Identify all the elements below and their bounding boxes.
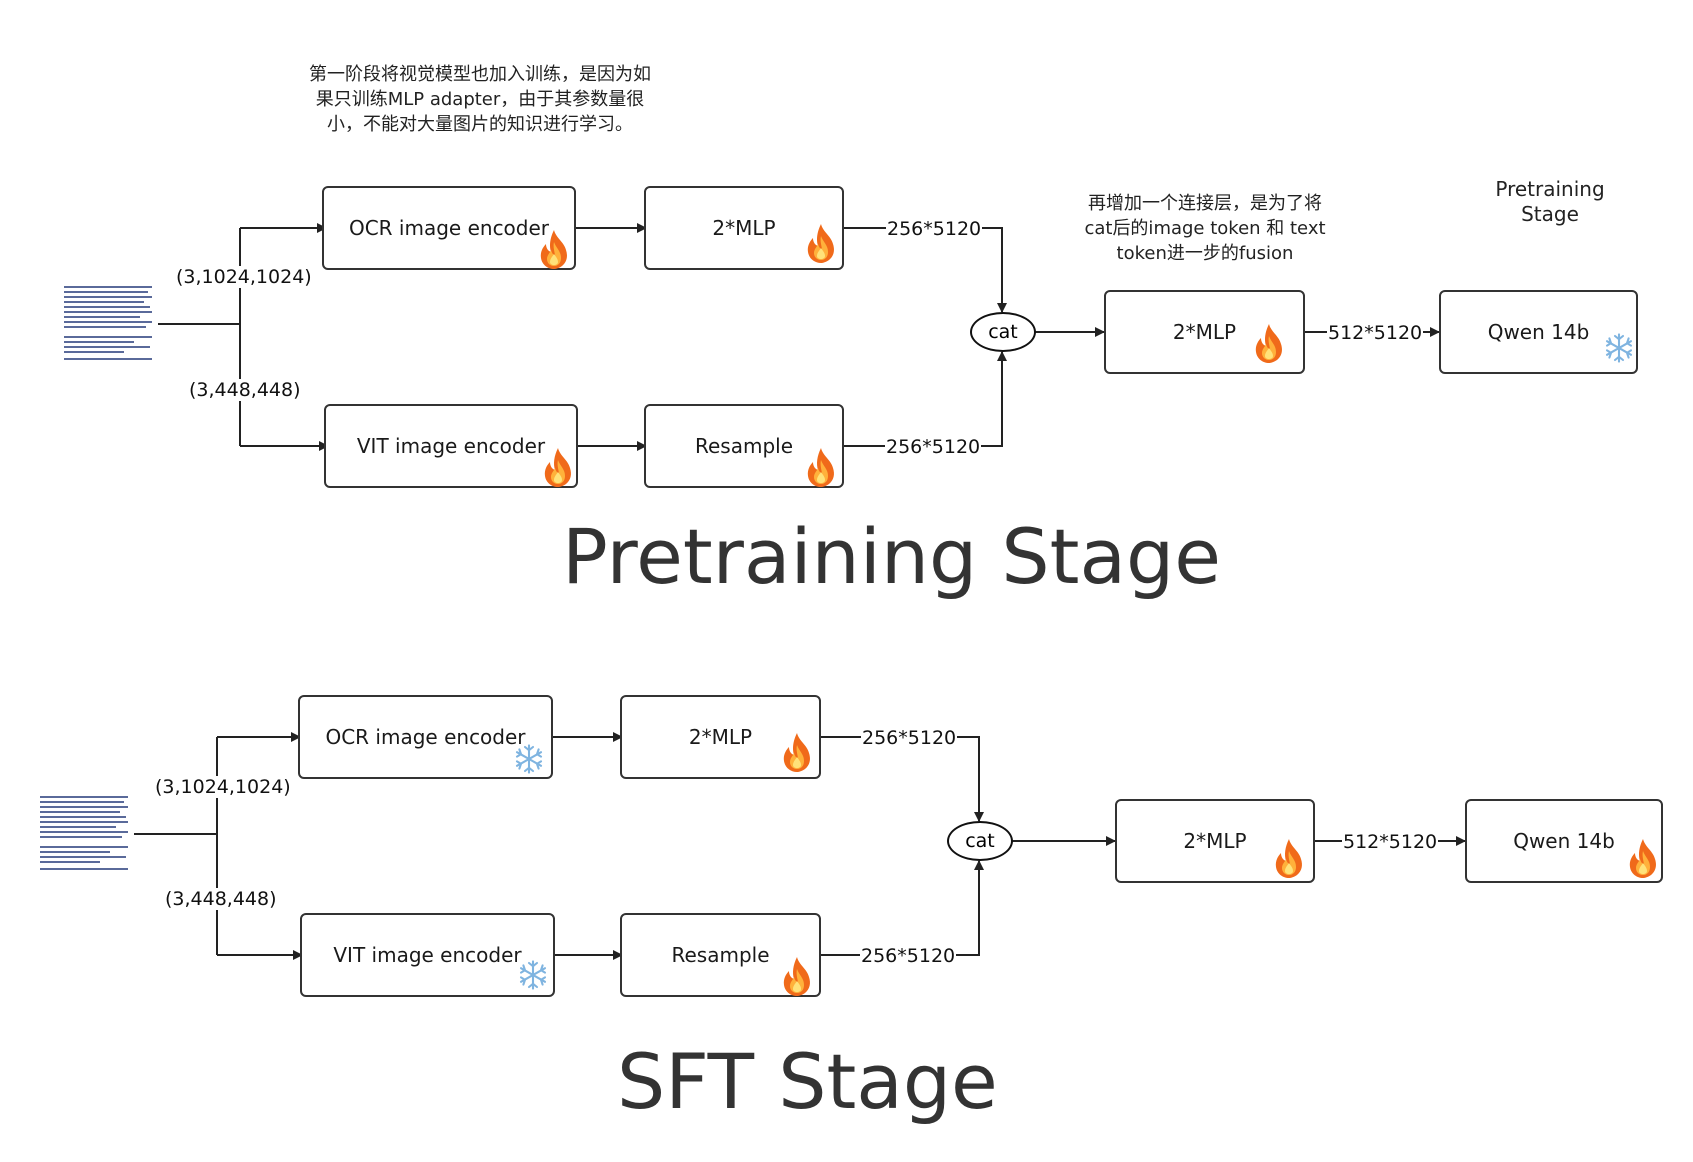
fire-icon	[1249, 322, 1289, 364]
edge-label-ocr-shape: (3,1024,1024)	[175, 266, 313, 288]
pre-qwen-llm-box[interactable]: Qwen 14b	[1439, 290, 1638, 374]
edge-label-fuse-dim: 512*5120	[1327, 322, 1424, 344]
arrow-mlp-to-cat-pre	[844, 227, 1007, 313]
fire-icon	[801, 222, 841, 264]
cat-label: cat	[988, 321, 1018, 343]
snowflake-icon	[1603, 332, 1635, 364]
snowflake-icon	[517, 959, 549, 991]
edge-label-fuse-dim: 512*5120	[1342, 831, 1439, 853]
snowflake-icon	[513, 743, 545, 775]
arrow-mlp-to-cat-sft	[821, 736, 984, 822]
fire-icon	[777, 955, 817, 997]
sft-qwen-llm-box[interactable]: Qwen 14b	[1465, 799, 1663, 883]
sft-vit-image-encoder-box[interactable]: VIT image encoder	[300, 913, 555, 997]
box-label: 2*MLP	[1172, 320, 1237, 344]
fire-icon	[534, 228, 574, 270]
pre-cat-node[interactable]: cat	[970, 312, 1036, 352]
fire-icon	[1269, 837, 1309, 879]
box-label: VIT image encoder	[356, 434, 546, 458]
edge-label-top-dim: 256*5120	[861, 727, 958, 749]
fire-icon	[801, 446, 841, 488]
box-label: OCR image encoder	[348, 216, 550, 240]
edge-label-bottom-dim: 256*5120	[860, 945, 957, 967]
pre-vit-image-encoder-box[interactable]: VIT image encoder	[324, 404, 578, 488]
box-label: OCR image encoder	[325, 725, 526, 749]
box-label: VIT image encoder	[333, 943, 522, 967]
pre-mlp-box[interactable]: 2*MLP	[644, 186, 844, 270]
note-pretraining-stage: Pretraining Stage	[1465, 177, 1635, 227]
cat-label: cat	[965, 830, 995, 852]
edge-label-vit-shape: (3,448,448)	[164, 888, 278, 910]
pre-ocr-image-encoder-box[interactable]: OCR image encoder	[322, 186, 576, 270]
sft-resample-box[interactable]: Resample	[620, 913, 821, 997]
pretraining-stage-title: Pretraining Stage	[562, 512, 1222, 601]
edge-label-ocr-shape: (3,1024,1024)	[154, 776, 292, 798]
box-label: 2*MLP	[712, 216, 776, 240]
sft-ocr-image-encoder-box[interactable]: OCR image encoder	[298, 695, 553, 779]
note-line: 果只训练MLP adapter，由于其参数量很	[315, 89, 645, 110]
box-label: Resample	[671, 943, 770, 967]
sft-fusion-mlp-box[interactable]: 2*MLP	[1115, 799, 1315, 883]
note-line: 小，不能对大量图片的知识进行学习。	[327, 114, 633, 135]
box-label: 2*MLP	[688, 725, 753, 749]
fire-icon	[538, 446, 578, 488]
pre-resample-box[interactable]: Resample	[644, 404, 844, 488]
sft-cat-node[interactable]: cat	[947, 821, 1013, 861]
fire-icon	[777, 731, 817, 773]
box-label: Qwen 14b	[1513, 829, 1615, 853]
input-document-thumbnail-sft	[40, 796, 128, 870]
box-label: Qwen 14b	[1487, 320, 1590, 344]
arrow-resample-to-cat-sft	[821, 860, 984, 956]
edge-label-top-dim: 256*5120	[886, 218, 983, 240]
note-line: cat后的image token 和 text	[1084, 218, 1326, 239]
sft-stage-title: SFT Stage	[617, 1037, 998, 1126]
note-line: token进一步的fusion	[1116, 243, 1294, 264]
note-line: Pretraining	[1495, 177, 1605, 201]
edge-label-vit-shape: (3,448,448)	[188, 379, 302, 401]
note-line: Stage	[1521, 202, 1579, 226]
note-fusion-layer: 再增加一个连接层，是为了将 cat后的image token 和 text to…	[1060, 191, 1350, 266]
note-vision-training: 第一阶段将视觉模型也加入训练，是因为如 果只训练MLP adapter，由于其参…	[270, 62, 690, 137]
sft-mlp-box[interactable]: 2*MLP	[620, 695, 821, 779]
note-line: 再增加一个连接层，是为了将	[1088, 193, 1322, 214]
arrow-resample-to-cat-pre	[844, 351, 1007, 447]
box-label: 2*MLP	[1183, 829, 1247, 853]
fire-icon	[1623, 837, 1663, 879]
edge-label-bottom-dim: 256*5120	[885, 436, 982, 458]
note-line: 第一阶段将视觉模型也加入训练，是因为如	[309, 64, 651, 85]
box-label: Resample	[694, 434, 794, 458]
pre-fusion-mlp-box[interactable]: 2*MLP	[1104, 290, 1305, 374]
input-document-thumbnail-pre	[64, 286, 152, 360]
